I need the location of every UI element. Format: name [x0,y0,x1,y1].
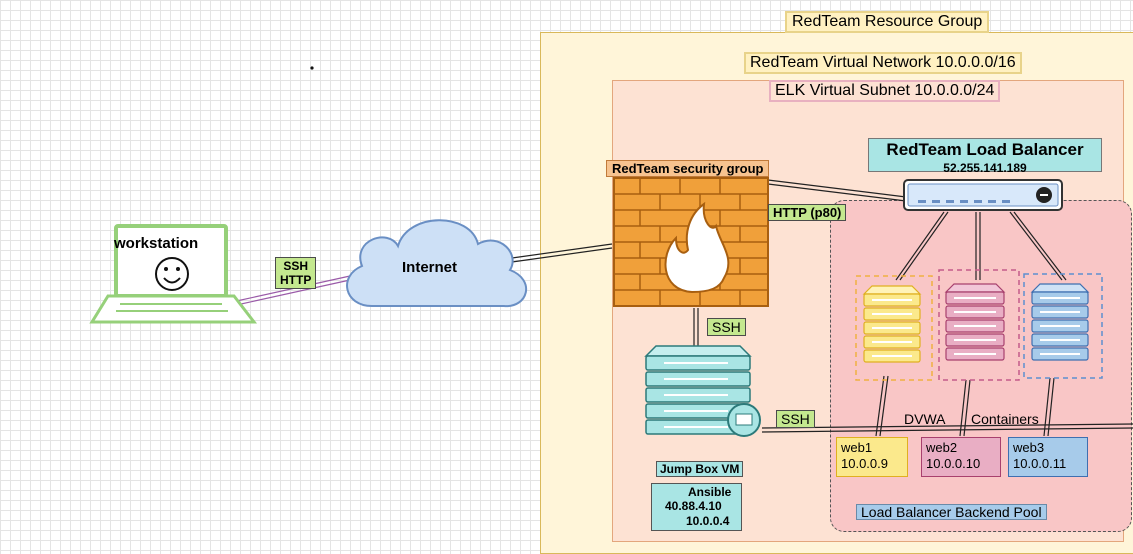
ssh-jump-to-pool-tag: SSH [776,410,815,428]
ssh-http-tag-line1: SSH [283,259,309,273]
firewall-icon [613,177,769,307]
web-server-name: web2 [926,440,958,455]
web-server-ip: 10.0.0.11 [1013,456,1067,471]
server-icon [855,275,933,381]
ansible-box: Ansible 40.88.4.10 10.0.0.4 [651,483,742,531]
http-p80-tag: HTTP (p80) [768,204,847,221]
load-balancer-label: RedTeam Load Balancer 52.255.141.189 [868,138,1102,175]
dvwa-label: DVWA [904,411,946,427]
connector-lines [231,179,1133,437]
cloud-icon [346,219,528,308]
stray-dot [310,66,314,70]
web-server-ip: 10.0.0.10 [926,456,981,471]
security-group-label: RedTeam security group [606,160,770,177]
ansible-label: Ansible [688,485,732,499]
internet-label: Internet [402,259,458,276]
ssh-http-tag: SSH HTTP [275,257,317,289]
smiley-icon [155,257,189,291]
load-balancer-ip: 52.255.141.189 [943,161,1027,175]
ssh-http-tag-line2: HTTP [280,273,312,287]
backend-pool-label: Load Balancer Backend Pool [856,504,1047,520]
web-server-name: web1 [841,440,873,455]
web-server-card: web2 10.0.0.10 [921,437,1001,477]
web-server-ip: 10.0.0.9 [841,456,888,471]
containers-label: Containers [971,411,1039,427]
web-server-name: web3 [1013,440,1045,455]
ssh-sg-to-jump-tag: SSH [707,318,746,336]
subnet-title: ELK Virtual Subnet 10.0.0.0/24 [769,80,1001,102]
load-balancer-icon [903,179,1063,211]
web-server-card: web3 10.0.0.11 [1008,437,1088,477]
workstation-label: workstation [114,235,199,252]
jump-public-ip: 40.88.4.10 [665,499,722,513]
virtual-network-title: RedTeam Virtual Network 10.0.0.0/16 [744,52,1022,74]
resource-group-title: RedTeam Resource Group [785,11,990,33]
server-icon [938,269,1020,381]
server-icon [644,345,761,437]
web-server-card: web1 10.0.0.9 [836,437,908,477]
server-icon [1023,273,1103,379]
load-balancer-title: RedTeam Load Balancer [886,140,1084,159]
jump-box-label: Jump Box VM [656,461,744,477]
jump-private-ip: 10.0.0.4 [686,514,730,528]
